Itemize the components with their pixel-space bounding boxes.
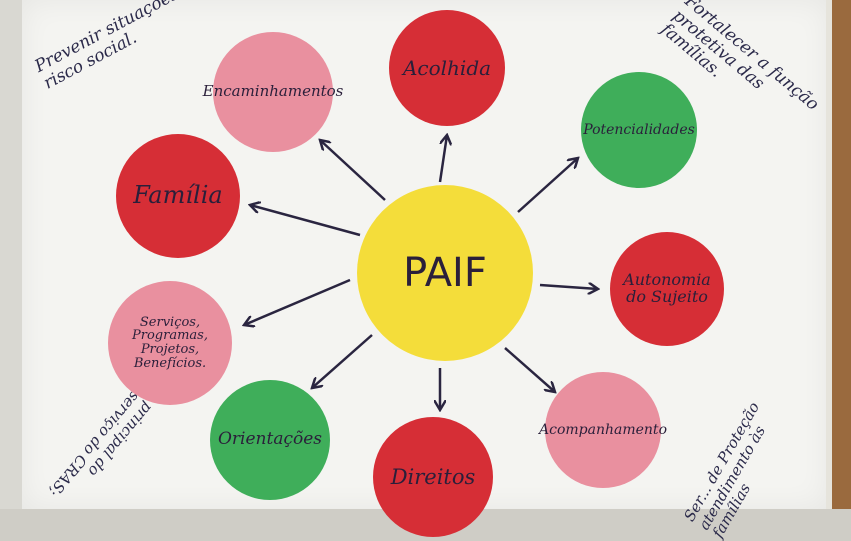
arrow-acompanhamento — [504, 347, 555, 392]
arrow-servicos — [244, 278, 351, 325]
circle-potencialidades: Potencialidades — [581, 72, 697, 188]
circle-autonomia: Autonomia do Sujeito — [610, 232, 724, 346]
arrows — [0, 0, 851, 509]
arrow-autonomia — [539, 285, 598, 289]
circle-orientacoes: Orientações — [210, 380, 330, 500]
arrow-orientacoes — [312, 334, 373, 388]
circle-encaminhamentos: Encaminhamentos — [203, 32, 343, 152]
arrow-potencialidades — [517, 158, 578, 213]
arrow-familia — [250, 205, 361, 237]
circle-servicos: Serviços, Programas, Projetos, Benefício… — [108, 281, 232, 405]
circle-paif: PAIF — [357, 185, 533, 361]
wooden-board — [826, 0, 851, 509]
arrow-encaminhamentos — [320, 140, 386, 201]
arrow-acolhida — [438, 135, 447, 183]
circle-familia: Família — [116, 134, 240, 258]
circle-acolhida: Acolhida — [389, 10, 505, 126]
circle-direitos: Direitos — [373, 417, 493, 537]
circle-acompanhamento: Acompanhamento — [539, 372, 667, 488]
